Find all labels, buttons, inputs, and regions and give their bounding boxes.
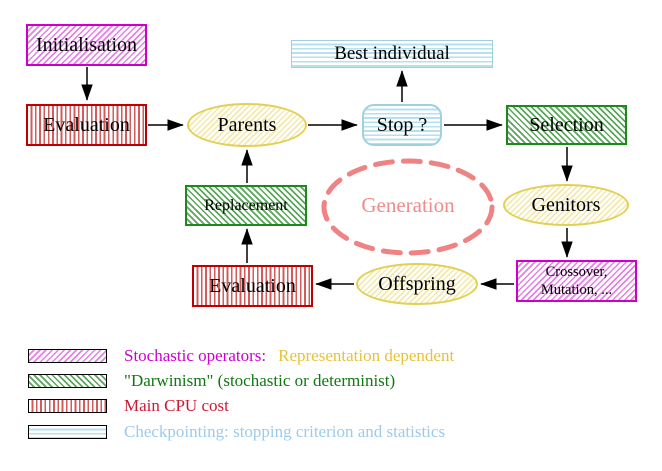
node-genitors-label: Genitors — [531, 193, 601, 216]
node-replacement-label: Replacement — [204, 196, 288, 214]
node-crossover-line2: Mutation, ... — [540, 282, 613, 298]
legend-row-main-cpu-cost: Main CPU cost — [28, 396, 229, 415]
node-stop-label: Stop ? — [376, 113, 428, 136]
node-selection-label: Selection — [529, 113, 604, 136]
node-selection: Selection — [506, 105, 627, 145]
legend-text-representation-dependent: Representation dependent — [278, 346, 455, 365]
node-parents: Parents — [187, 103, 307, 147]
node-stop: Stop ? — [362, 104, 442, 146]
node-initialisation: Initialisation — [26, 24, 147, 66]
node-best-individual-label: Best individual — [334, 43, 450, 64]
node-replacement: Replacement — [185, 185, 307, 226]
node-crossover-line1: Crossover, — [545, 263, 608, 280]
node-evaluation-bottom: Evaluation — [192, 265, 313, 307]
legend-swatch-magenta-hatch — [28, 349, 107, 363]
node-crossover-mutation: Crossover, Mutation, ... — [516, 260, 637, 302]
node-evaluation-top: Evaluation — [26, 104, 147, 146]
legend-swatch-red-stripes — [28, 399, 107, 413]
node-genitors: Genitors — [503, 184, 629, 226]
node-evaluation-bottom-label: Evaluation — [209, 274, 296, 297]
legend-swatch-green-hatch — [28, 374, 107, 388]
legend-row-checkpointing: Checkpointing: stopping criterion and st… — [28, 422, 446, 441]
node-offspring-label: Offspring — [378, 272, 456, 295]
node-initialisation-label: Initialisation — [35, 33, 138, 56]
legend-swatch-cyan-stripes — [28, 425, 107, 439]
node-evaluation-top-label: Evaluation — [43, 113, 130, 136]
generation-dashed-ellipse — [321, 158, 495, 256]
node-best-individual: Best individual — [291, 40, 493, 68]
generation-label: Generation — [361, 193, 455, 217]
legend-row-darwinism: "Darwinism" (stochastic or determinist) — [28, 371, 396, 390]
legend-text-darwinism: "Darwinism" (stochastic or determinist) — [124, 371, 396, 390]
legend-text-stochastic-operators: Stochastic operators: — [124, 346, 267, 365]
legend-row-stochastic-operators: Stochastic operators: Representation dep… — [28, 346, 455, 365]
legend-text-main-cpu-cost: Main CPU cost — [124, 396, 229, 415]
node-offspring: Offspring — [356, 263, 478, 305]
node-parents-label: Parents — [217, 113, 277, 136]
legend-text-checkpointing: Checkpointing: stopping criterion and st… — [124, 422, 446, 441]
